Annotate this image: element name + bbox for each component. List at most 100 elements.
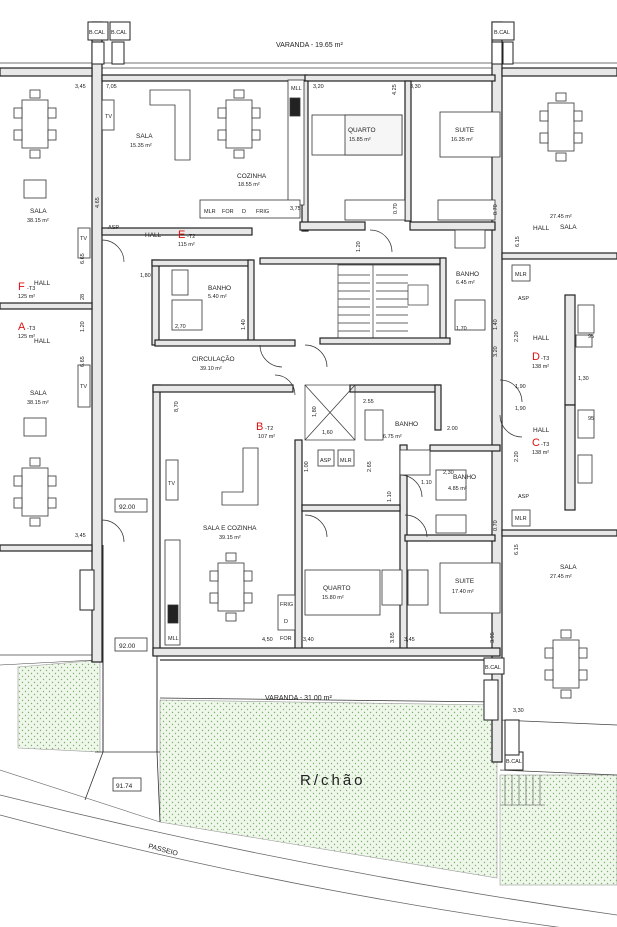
mlr-label-c: MLR [515, 516, 527, 522]
svg-text:3,30: 3,30 [513, 708, 524, 714]
svg-text:3,30: 3,30 [410, 84, 421, 90]
svg-text:3.95: 3.95 [490, 632, 496, 643]
unit-tag-f: F -T3 125 m² [18, 281, 35, 300]
svg-text:SALA: SALA [136, 133, 153, 140]
svg-text:COZINHA: COZINHA [237, 173, 267, 180]
svg-text:B: B [256, 421, 263, 433]
svg-text:6.15: 6.15 [514, 544, 520, 555]
asp-label-c: ASP [518, 494, 529, 500]
svg-text:27.45 m²: 27.45 m² [550, 574, 572, 580]
svg-text:15.35 m²: 15.35 m² [130, 143, 152, 149]
d-label-b: D [284, 619, 288, 625]
elevation-2: 92.00 [119, 643, 136, 650]
svg-text:138 m²: 138 m² [532, 450, 549, 456]
svg-text:SALA: SALA [30, 208, 47, 215]
svg-text:6.65: 6.65 [80, 356, 86, 367]
dimensions: 3,45 7,05 3,20 4.25 3,30 4.65 3,75 0.70 … [75, 84, 594, 714]
svg-text:BANHO: BANHO [453, 474, 476, 481]
svg-text:4.25: 4.25 [392, 84, 398, 95]
mll-label-b: MLL [168, 636, 179, 642]
svg-text:SUITE: SUITE [455, 127, 475, 134]
svg-text:16.35 m²: 16.35 m² [451, 137, 473, 143]
svg-text:4.65: 4.65 [95, 197, 101, 208]
room-sala-cozinha-b: SALA E COZINHA 39.15 m² [203, 525, 257, 541]
svg-text:6.65: 6.65 [80, 253, 86, 264]
svg-text:2.55: 2.55 [363, 399, 374, 405]
room-sala-right-top: 27.45 m² SALA [550, 214, 577, 231]
chimney-boxes [79, 21, 524, 771]
frig-label-e: FRIG [256, 209, 269, 215]
labels: VARANDA - 19.65 m² VARANDA - 31.00 m² R/… [18, 30, 594, 858]
svg-text:BANHO: BANHO [208, 285, 231, 292]
svg-text:QUARTO: QUARTO [348, 127, 376, 134]
unit-tag-a: A -T3 125 m² [18, 321, 35, 340]
elevation-boxes [112, 498, 148, 792]
asp-label-d: ASP [518, 296, 529, 302]
elevation-3: 91.74 [116, 783, 133, 790]
mlr-label-e: MLR [204, 209, 216, 215]
varanda-bottom-label: VARANDA - 31.00 m² [265, 695, 332, 702]
d-label-e: D [242, 209, 246, 215]
svg-text:27.45 m²: 27.45 m² [550, 214, 572, 220]
bcal-5: B.CAL [506, 759, 522, 765]
svg-text:SALA E COZINHA: SALA E COZINHA [203, 525, 257, 532]
hall-label-c: HALL [533, 427, 550, 434]
hall-label-f: HALL [34, 280, 51, 287]
svg-text:SALA: SALA [560, 564, 577, 571]
hall-label-e: HALL [145, 232, 162, 239]
svg-text:-T3: -T3 [541, 442, 549, 448]
svg-text:8,70: 8,70 [174, 401, 180, 412]
svg-text:95: 95 [588, 416, 594, 422]
mlr-label-b: MLR [340, 458, 352, 464]
svg-text:6.45 m²: 6.45 m² [456, 280, 475, 286]
floor-title: R/chão [300, 772, 366, 789]
svg-text:QUARTO: QUARTO [323, 585, 351, 592]
walls [0, 21, 617, 763]
svg-text:1,90: 1,90 [515, 384, 526, 390]
svg-text:3.85: 3.85 [390, 632, 396, 643]
bcal-2: B.CAL [111, 30, 127, 36]
bcal-1: B.CAL [89, 30, 105, 36]
svg-text:38.15 m²: 38.15 m² [27, 400, 49, 406]
svg-text:3.20: 3.20 [493, 346, 499, 357]
svg-text:28: 28 [80, 294, 86, 300]
room-circulacao: CIRCULAÇÃO 39.10 m² [192, 354, 235, 372]
door-swings [101, 229, 523, 543]
tv-label-b: TV [168, 481, 175, 487]
svg-text:1,80: 1,80 [140, 273, 151, 279]
mll-label-e: MLL [291, 86, 302, 92]
bcal-4: B.CAL [485, 665, 501, 671]
stairs [304, 264, 441, 441]
hall-label-right: HALL [533, 225, 550, 232]
tv-label-e: TV [105, 114, 112, 120]
svg-text:15.85 m²: 15.85 m² [349, 137, 371, 143]
asp-label-b: ASP [320, 458, 331, 464]
svg-text:2.00: 2.00 [447, 426, 458, 432]
svg-text:4.85 m²: 4.85 m² [448, 486, 467, 492]
unit-tag-b: B -T2 107 m² [256, 421, 275, 440]
svg-text:1.20: 1.20 [80, 321, 86, 332]
svg-text:CIRCULAÇÃO: CIRCULAÇÃO [192, 354, 235, 363]
svg-text:BANHO: BANHO [395, 421, 418, 428]
svg-text:1.40: 1.40 [241, 319, 247, 330]
room-quarto-bot: QUARTO 15.80 m² [322, 585, 351, 601]
street-line-3 [0, 769, 161, 823]
svg-text:-T2: -T2 [187, 234, 195, 240]
svg-text:6.15: 6.15 [515, 236, 521, 247]
svg-text:D: D [532, 351, 540, 363]
svg-text:2.20: 2.20 [514, 331, 520, 342]
svg-text:17.40 m²: 17.40 m² [452, 589, 474, 595]
svg-text:2.20: 2.20 [514, 451, 520, 462]
unit-tag-c: C -T3 138 m² [532, 437, 549, 456]
garden-left [17, 659, 101, 753]
svg-text:1,90: 1,90 [515, 406, 526, 412]
frig-label-b: FRIG [280, 602, 293, 608]
svg-text:4,50: 4,50 [262, 637, 273, 643]
svg-text:0.70: 0.70 [493, 204, 499, 215]
svg-text:1,30: 1,30 [578, 376, 589, 382]
svg-text:38.15 m²: 38.15 m² [27, 218, 49, 224]
svg-text:-T3: -T3 [541, 356, 549, 362]
svg-text:1.40: 1.40 [493, 319, 499, 330]
